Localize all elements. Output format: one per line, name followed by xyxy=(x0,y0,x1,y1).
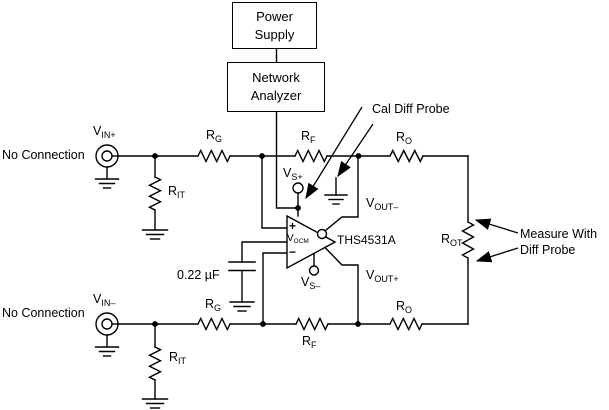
resistor-rg-bottom xyxy=(197,316,231,332)
junction-dots xyxy=(152,153,362,327)
label-ro-bottom: RO xyxy=(396,299,413,315)
measure-arrow-upper xyxy=(474,218,519,234)
label-ro-top: RO xyxy=(396,130,413,146)
cal-probe-arrow-1 xyxy=(305,106,363,200)
label-vin-plus: VIN+ xyxy=(93,124,116,140)
wire-minus-input xyxy=(262,252,288,325)
label-rit-bottom: RIT xyxy=(169,350,187,366)
network-analyzer-line1: Network xyxy=(252,70,300,86)
ground-bnc-top xyxy=(94,178,120,189)
network-analyzer-line2: Analyzer xyxy=(250,88,302,103)
label-vocm-pin: VOCM xyxy=(287,233,309,245)
wire-na-to-vs-plus xyxy=(275,109,299,209)
amp-plus-input-sign: + xyxy=(289,219,297,233)
power-supply-block: Power Supply xyxy=(232,2,317,49)
wire-vout-minus xyxy=(325,155,359,231)
label-rg-top: RG xyxy=(206,128,223,144)
network-analyzer-block: Network Analyzer xyxy=(227,62,325,112)
power-supply-line1: Power xyxy=(256,8,293,24)
resistor-rot xyxy=(461,221,475,259)
inverting-output-bubble xyxy=(316,228,328,240)
resistor-ro-top xyxy=(389,148,424,164)
label-cal-diff-probe: Cal Diff Probe xyxy=(372,102,450,116)
label-rf-top: RF xyxy=(301,129,316,145)
wire-vocm xyxy=(241,241,288,263)
label-vin-minus: VIN– xyxy=(93,292,116,308)
measure-arrow-lower xyxy=(475,247,519,263)
label-measure-line1: Measure With xyxy=(520,227,598,241)
label-no-connection-bottom: No Connection xyxy=(2,306,85,320)
label-no-connection-top: No Connection xyxy=(2,148,85,162)
label-rit-top: RIT xyxy=(168,184,186,200)
cal-probe-arrow-2 xyxy=(337,123,374,178)
ground-capacitor xyxy=(229,301,255,312)
resistor-rit-bottom xyxy=(147,346,163,381)
ground-bnc-bottom xyxy=(94,346,120,357)
label-vout-minus: VOUT– xyxy=(366,196,399,212)
ground-cal-probe xyxy=(324,194,348,205)
vs-plus-terminal xyxy=(292,182,304,194)
resistor-rf-bottom xyxy=(295,316,329,332)
resistor-rg-top xyxy=(197,148,231,164)
resistor-rit-top xyxy=(147,176,163,211)
amplifier-triangle xyxy=(286,214,337,270)
resistor-ro-bottom xyxy=(389,316,423,332)
wire-plus-input xyxy=(261,155,288,229)
label-vs-minus: VS– xyxy=(301,275,321,291)
ground-rit-bottom xyxy=(141,398,169,409)
label-vs-plus: VS+ xyxy=(283,166,303,182)
label-part-number: THS4531A xyxy=(337,233,396,247)
label-capacitor-value: 0.22 µF xyxy=(177,268,220,282)
wire-vout-plus xyxy=(324,246,359,325)
resistor-rf-top xyxy=(294,148,328,164)
label-rot: ROT xyxy=(441,232,463,248)
vs-minus-terminal xyxy=(308,265,320,276)
label-measure-line2: Diff Probe xyxy=(520,243,576,257)
label-vout-plus: VOUT+ xyxy=(366,268,399,284)
bnc-connector-bottom xyxy=(95,312,119,348)
bnc-connector-top xyxy=(95,144,119,180)
amp-minus-input-sign: − xyxy=(289,245,297,259)
label-rg-bottom: RG xyxy=(205,297,222,313)
ground-rit-top xyxy=(141,229,169,240)
capacitor-022uf xyxy=(228,261,256,272)
label-rf-bottom: RF xyxy=(302,334,317,350)
power-supply-line2: Supply xyxy=(254,26,295,42)
